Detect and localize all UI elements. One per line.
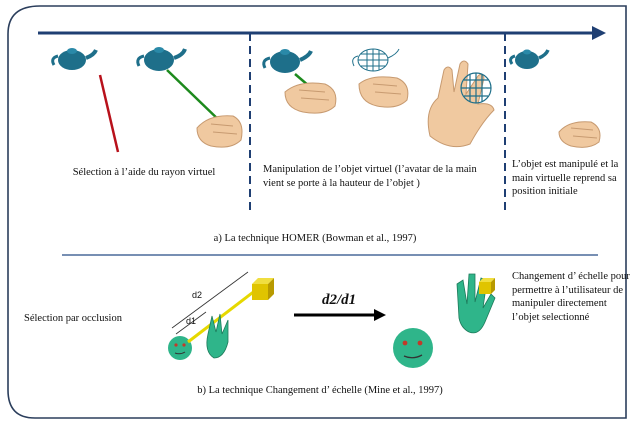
caption-scale-change: Changement d’ échelle pour permettre à l… — [512, 271, 630, 323]
caption-reposition: L’objet est manipulé et la main virtuell… — [512, 159, 619, 197]
hand-icon — [427, 60, 495, 148]
timeline-arrowhead — [592, 26, 606, 40]
teapot-icon — [262, 49, 313, 73]
face-icon — [168, 336, 192, 360]
d2-measure — [171, 271, 249, 329]
teapot-icon — [51, 48, 98, 70]
caption-manipulation: Manipulation de l’objet virtuel (l’avata… — [263, 164, 477, 189]
panel-scaled-view — [387, 266, 507, 374]
face-icon — [393, 328, 433, 368]
d2-label: d2 — [192, 290, 202, 300]
label-selection-occlusion: Sélection par occlusion — [24, 313, 122, 324]
title-homer: a) La technique HOMER (Bowman et al., 19… — [213, 233, 417, 244]
panel-wire-teapot — [345, 40, 417, 155]
cube-icon — [479, 278, 495, 294]
panel-teapot-green-ray-hand — [127, 40, 245, 155]
hand-icon — [206, 313, 229, 359]
wireframe-teapot-icon — [460, 72, 492, 104]
hand-icon — [284, 82, 337, 114]
wireframe-teapot-icon — [352, 48, 400, 72]
ratio-label: d2/d1 — [322, 292, 357, 308]
hand-icon — [558, 121, 601, 148]
sight-line — [187, 288, 257, 344]
caption-selection: Sélection à l’aide du rayon virtuel — [72, 167, 216, 178]
d1-measure — [175, 311, 207, 335]
panel-occlusion-distances: d2 d1 — [158, 268, 286, 372]
panel-teapot-red-ray — [34, 40, 124, 155]
scale-arrow — [294, 309, 386, 321]
hand-icon — [358, 76, 409, 108]
cube-icon — [252, 278, 274, 300]
panel-object-hand-returned — [509, 40, 603, 155]
title-scale-technique: b) La technique Changement d’ échelle (M… — [197, 385, 443, 396]
panel-hand-holding-teapot — [420, 40, 502, 155]
teapot-icon — [509, 49, 550, 69]
teapot-icon — [136, 47, 187, 71]
panel-teapot-short-ray-hand — [255, 40, 343, 155]
green-ray — [166, 69, 224, 125]
d1-label: d1 — [186, 316, 196, 326]
hand-icon — [196, 115, 243, 148]
red-ray — [98, 74, 120, 153]
